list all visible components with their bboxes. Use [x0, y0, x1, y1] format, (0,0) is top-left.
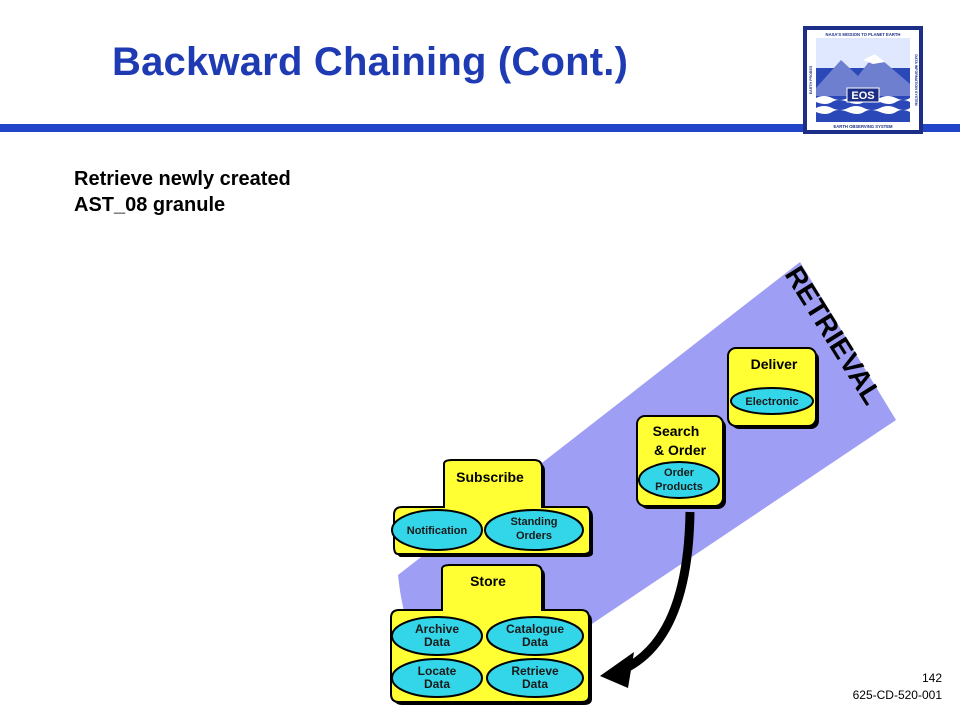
search-title-line2: & Order — [654, 442, 707, 458]
logo-bottom-text: EARTH OBSERVING SYSTEM — [833, 124, 893, 129]
logo-wave-2 — [816, 106, 910, 114]
standing-orders-line1: Standing — [510, 516, 557, 528]
order-products-oval — [638, 461, 720, 499]
standing-orders-line2: Orders — [516, 530, 552, 542]
logo-eos-plate — [846, 87, 880, 103]
electronic-label: Electronic — [745, 396, 798, 408]
logo-sky — [816, 38, 910, 68]
store-title: Store — [470, 573, 506, 589]
catalogue-data-line1: Catalogue — [506, 622, 564, 636]
notification-label: Notification — [407, 525, 468, 537]
eos-logo: EOS NASA'S MISSION TO PLANET EARTH EARTH… — [803, 26, 923, 134]
search-order-box: Search & Order Order Products — [636, 415, 726, 509]
title-divider — [0, 124, 960, 132]
retrieve-data-oval — [486, 658, 584, 698]
deliver-box: Deliver Electronic — [727, 347, 819, 429]
logo-top-text: NASA'S MISSION TO PLANET EARTH — [826, 32, 901, 37]
catalogue-data-oval — [486, 616, 584, 656]
logo-mountains — [816, 54, 910, 96]
bullet-text: Retrieve newly created AST_08 granule — [74, 166, 291, 218]
standing-orders-oval — [484, 509, 584, 551]
notification-oval — [391, 509, 483, 551]
bullet-line-1: Retrieve newly created — [74, 168, 291, 190]
slide-title: Backward Chaining (Cont.) — [112, 40, 629, 84]
deliver-title: Deliver — [751, 356, 798, 372]
order-products-line1: Order — [664, 467, 695, 479]
subscribe-title: Subscribe — [456, 469, 524, 485]
logo-eos-text: EOS — [851, 90, 874, 102]
locate-data-line1: Locate — [418, 664, 457, 678]
archive-data-line1: Archive — [415, 622, 459, 636]
retrieve-data-line1: Retrieve — [511, 664, 559, 678]
archive-data-line2: Data — [424, 635, 450, 649]
logo-right-text: DATA INFORMATION SYSTEM — [914, 54, 918, 105]
locate-data-oval — [391, 658, 483, 698]
slide-footer: 142 625-CD-520-001 — [853, 670, 942, 704]
search-title-line1: Search — [653, 423, 700, 439]
retrieval-arrow-head — [600, 652, 634, 688]
order-products-line2: Products — [655, 481, 703, 493]
logo-snowcap — [863, 54, 885, 64]
document-id: 625-CD-520-001 — [852, 688, 942, 702]
electronic-oval — [730, 387, 814, 415]
catalogue-data-line2: Data — [522, 635, 548, 649]
store-box: Store Archive Data Catalogue Data Locate… — [390, 564, 592, 705]
logo-left-text: EARTH PROBES — [809, 65, 813, 94]
archive-data-oval — [391, 616, 483, 656]
retrieve-data-line2: Data — [522, 677, 548, 691]
retrieval-arrow-shaft — [620, 511, 695, 675]
locate-data-line2: Data — [424, 677, 450, 691]
page-number: 142 — [921, 671, 942, 685]
bullet-line-2: AST_08 granule — [74, 194, 226, 216]
subscribe-box: Subscribe Notification Standing Orders — [391, 459, 593, 557]
